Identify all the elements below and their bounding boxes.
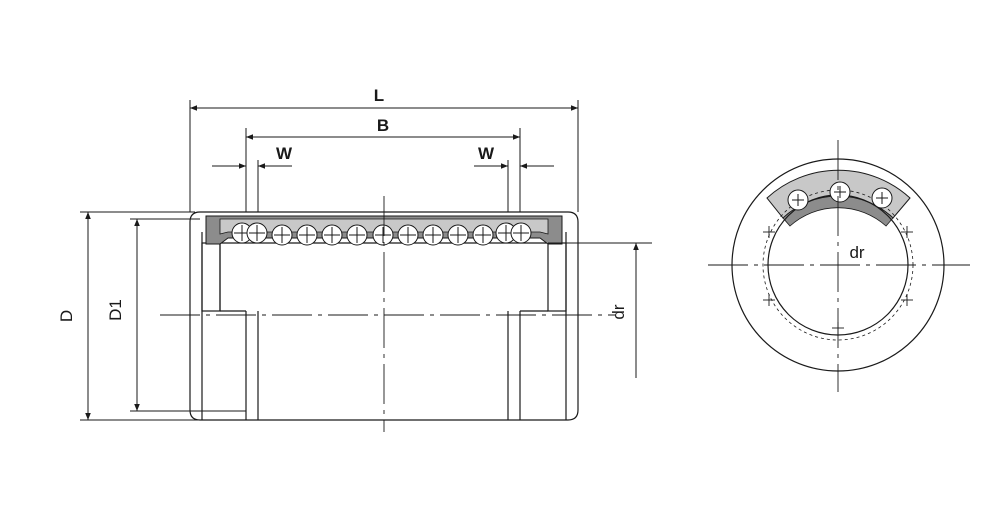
side-centerlines xyxy=(160,196,615,432)
ball xyxy=(422,224,444,246)
dimension-L xyxy=(189,100,579,212)
end-ball xyxy=(871,187,893,209)
label-B: B xyxy=(377,116,389,135)
end-cap-right xyxy=(547,242,567,312)
cross-mark xyxy=(901,294,913,306)
ball xyxy=(372,224,394,246)
cross-mark xyxy=(763,226,775,238)
ball xyxy=(321,224,343,246)
label-dr-side: dr xyxy=(609,304,628,319)
label-dr-end: dr xyxy=(849,243,864,262)
end-centerlines xyxy=(708,140,970,392)
ball-row xyxy=(231,222,532,246)
end-ball xyxy=(829,181,851,203)
label-W-right: W xyxy=(478,144,495,163)
label-W-left: W xyxy=(276,144,293,163)
ball xyxy=(346,224,368,246)
ball xyxy=(510,222,532,244)
dimension-dr-side xyxy=(548,242,652,378)
dimension-D xyxy=(80,211,250,421)
ball xyxy=(472,224,494,246)
ball xyxy=(246,222,268,244)
cross-mark xyxy=(901,226,913,238)
dimension-D1 xyxy=(130,218,246,412)
ball xyxy=(447,224,469,246)
end-cap-left xyxy=(201,242,221,312)
end-view xyxy=(708,140,970,392)
label-D1: D1 xyxy=(106,299,125,321)
ball xyxy=(296,224,318,246)
label-D: D xyxy=(57,310,76,322)
cross-mark xyxy=(763,294,775,306)
label-L: L xyxy=(374,86,384,105)
dimension-W-right xyxy=(474,160,554,212)
end-ball xyxy=(787,189,809,211)
ball xyxy=(271,224,293,246)
dimension-W-left xyxy=(212,160,292,212)
ball xyxy=(397,224,419,246)
end-retainer-dark xyxy=(782,195,894,227)
housing-outline xyxy=(189,211,579,421)
dimension-B xyxy=(245,128,521,212)
